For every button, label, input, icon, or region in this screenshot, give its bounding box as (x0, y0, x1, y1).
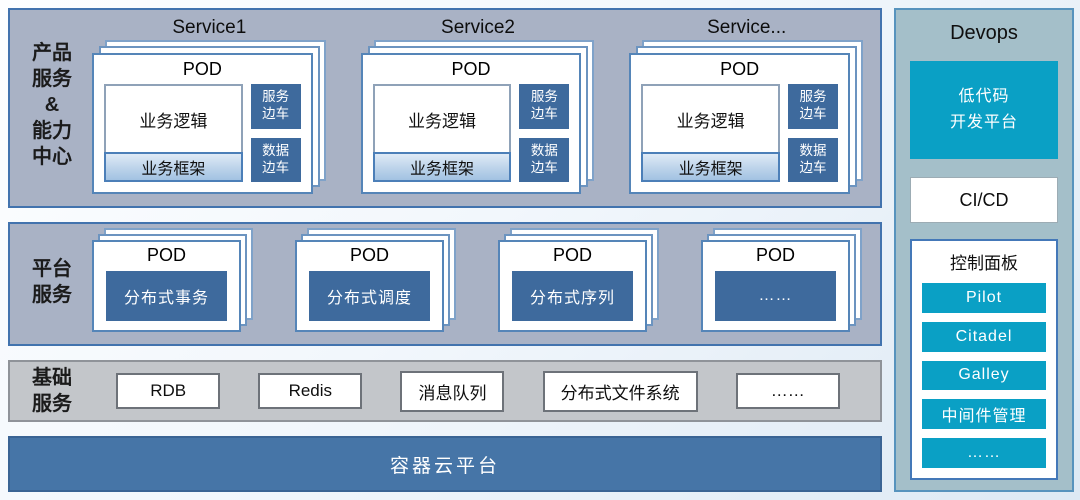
band-platform-services: 平台 服务 POD 分布式事务 POD 分布式调度 POD (8, 222, 882, 346)
platform-pod-card: POD 分布式调度 (295, 240, 444, 332)
service-group-3: Service... POD 业务逻辑 业务框架 服务 边车 (627, 14, 866, 196)
pod-card: POD 业务逻辑 业务框架 服务 边车 数据 边车 (629, 53, 851, 194)
more-panel-items-box: …… (922, 438, 1046, 468)
devops-column: Devops 低代码 开发平台 CI/CD 控制面板 Pilot Citadel… (894, 8, 1074, 492)
pod-stack: POD 业务逻辑 业务框架 服务 边车 数据 边车 (360, 53, 582, 194)
platform-pod-card: POD 分布式事务 (92, 240, 241, 332)
pod-body: 业务逻辑 业务框架 服务 边车 数据 边车 (104, 84, 301, 182)
sidecar-column: 服务 边车 数据 边车 (519, 84, 570, 182)
redis-box: Redis (258, 373, 363, 409)
logic-column: 业务逻辑 业务框架 (372, 84, 512, 182)
distributed-sequence-box: 分布式序列 (512, 271, 633, 321)
pod-title: POD (720, 59, 760, 79)
business-logic-box: 业务逻辑 (104, 84, 243, 154)
pod-card: POD 业务逻辑 业务框架 服务 边车 数据 边车 (360, 53, 582, 194)
business-framework-box: 业务框架 (641, 152, 781, 182)
band-container-cloud: 容器云平台 (8, 436, 882, 492)
pod-body: 业务逻辑 业务框架 服务 边车 数据 边车 (641, 84, 839, 182)
sidecar-column: 服务 边车 数据 边车 (250, 84, 301, 182)
data-sidecar-box: 数据 边车 (788, 137, 839, 182)
more-services-box: …… (715, 271, 836, 321)
pilot-box: Pilot (922, 283, 1046, 313)
band-base-services: 基础 服务 RDB Redis 消息队列 分布式文件系统 …… (8, 360, 882, 422)
citadel-box: Citadel (922, 321, 1046, 352)
business-framework-box: 业务框架 (372, 152, 512, 182)
pod-title: POD (349, 245, 389, 265)
service-sidecar-box: 服务 边车 (788, 84, 839, 129)
pod-title: POD (451, 59, 491, 79)
platform-pods: POD 分布式事务 POD 分布式调度 POD 分布式序列 (90, 230, 864, 334)
business-framework-box: 业务框架 (104, 152, 243, 182)
middleware-management-box: 中间件管理 (922, 399, 1046, 430)
band-product-services: 产品 服务 & 能力 中心 Service1 POD 业务逻辑 业务框架 (8, 8, 882, 208)
platform-pod-card: POD 分布式序列 (498, 240, 647, 332)
devops-title: Devops (950, 22, 1018, 44)
container-cloud-label: 容器云平台 (389, 455, 500, 477)
service-group-1: Service1 POD 业务逻辑 业务框架 服务 边车 (90, 14, 329, 196)
service-sidecar-box: 服务 边车 (519, 84, 570, 129)
control-panel: 控制面板 Pilot Citadel Galley 中间件管理 …… (910, 239, 1058, 480)
cicd-box: CI/CD (910, 177, 1058, 223)
pod-stack: POD 业务逻辑 业务框架 服务 边车 数据 边车 (92, 53, 313, 194)
distributed-filesystem-box: 分布式文件系统 (542, 370, 698, 412)
service-title: Service1 (172, 17, 247, 38)
base-service-items: RDB Redis 消息队列 分布式文件系统 …… (90, 370, 866, 412)
platform-pod-stack-4: POD …… (701, 240, 850, 332)
data-sidecar-box: 数据 边车 (250, 137, 301, 182)
logic-column: 业务逻辑 业务框架 (104, 84, 243, 182)
pod-title: POD (755, 245, 795, 265)
business-logic-box: 业务逻辑 (372, 84, 512, 154)
service-title: Service2 (441, 17, 515, 38)
platform-pod-stack-2: POD 分布式调度 (295, 240, 444, 332)
service-group-2: Service2 POD 业务逻辑 业务框架 服务 边车 (359, 14, 598, 196)
band-base-label: 基础 服务 (32, 367, 72, 415)
pod-title: POD (552, 245, 592, 265)
business-logic-box: 业务逻辑 (641, 84, 781, 154)
service-groups: Service1 POD 业务逻辑 业务框架 服务 边车 (90, 14, 866, 196)
pod-card: POD 业务逻辑 业务框架 服务 边车 数据 边车 (92, 53, 313, 194)
pod-title: POD (146, 245, 186, 265)
pod-stack: POD 业务逻辑 业务框架 服务 边车 数据 边车 (629, 53, 851, 194)
galley-box: Galley (922, 360, 1046, 391)
main-column: 产品 服务 & 能力 中心 Service1 POD 业务逻辑 业务框架 (8, 8, 882, 492)
logic-column: 业务逻辑 业务框架 (641, 84, 781, 182)
platform-pod-card: POD …… (701, 240, 850, 332)
service-title: Service... (707, 17, 787, 38)
rdb-box: RDB (116, 373, 221, 409)
pod-body: 业务逻辑 业务框架 服务 边车 数据 边车 (372, 84, 570, 182)
message-queue-box: 消息队列 (400, 370, 505, 412)
distributed-transaction-box: 分布式事务 (106, 271, 227, 321)
control-panel-title: 控制面板 (950, 254, 1018, 273)
lowcode-platform-box: 低代码 开发平台 (910, 61, 1058, 159)
platform-pod-stack-1: POD 分布式事务 (92, 240, 241, 332)
pod-title: POD (182, 59, 222, 79)
data-sidecar-box: 数据 边车 (519, 137, 570, 182)
band-product-label: 产品 服务 & 能力 中心 (32, 42, 72, 168)
service-sidecar-box: 服务 边车 (250, 84, 301, 129)
platform-pod-stack-3: POD 分布式序列 (498, 240, 647, 332)
distributed-scheduling-box: 分布式调度 (309, 271, 430, 321)
more-base-services-box: …… (735, 373, 840, 409)
band-platform-label: 平台 服务 (32, 258, 72, 306)
sidecar-column: 服务 边车 数据 边车 (788, 84, 839, 182)
